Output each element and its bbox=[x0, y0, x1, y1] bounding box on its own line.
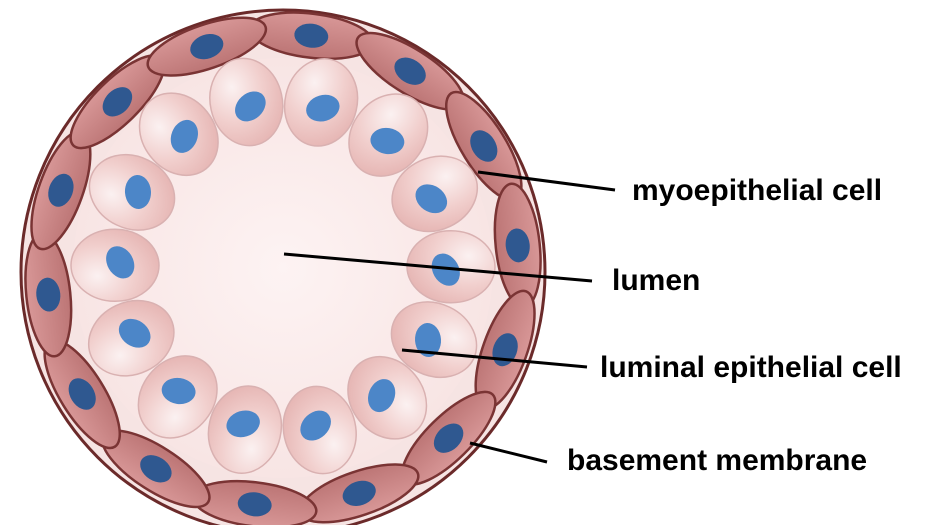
luminal-epithelial-cell bbox=[71, 229, 159, 301]
luminal-epithelial-cell-label: luminal epithelial cell bbox=[600, 351, 902, 384]
lumen-label: lumen bbox=[612, 264, 700, 297]
basement-membrane-label: basement membrane bbox=[567, 444, 867, 477]
basement-membrane-leader-line bbox=[470, 443, 547, 462]
myoepithelial-cell-label: myoepithelial cell bbox=[632, 174, 882, 207]
